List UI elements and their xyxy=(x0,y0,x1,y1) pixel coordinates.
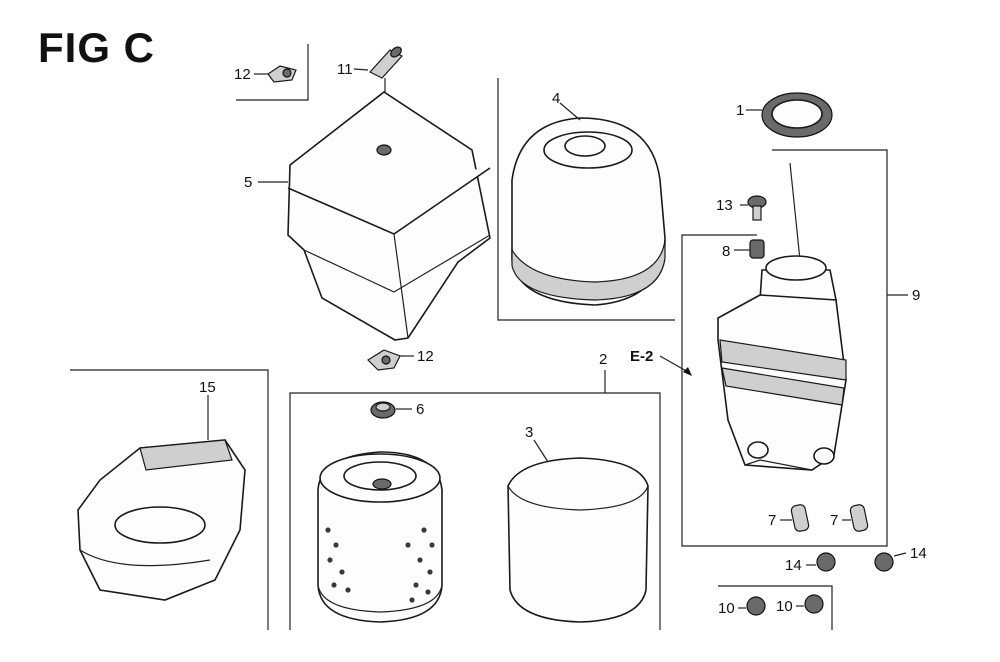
callout-14-left: 14 xyxy=(785,557,802,574)
callout-12-top: 12 xyxy=(234,66,251,83)
callout-12-bottom: 12 xyxy=(417,348,434,365)
air-cleaner-cover-part-5 xyxy=(258,91,491,341)
callout-e2: E-2 xyxy=(630,348,653,365)
grommet-part-6 xyxy=(370,401,412,419)
nut-part-14-right xyxy=(874,552,907,572)
callout-3: 3 xyxy=(525,424,533,441)
group-bracket-12-top xyxy=(236,44,309,101)
lower-case-part-15 xyxy=(77,395,246,601)
callout-6: 6 xyxy=(416,401,424,418)
collar-part-7-left xyxy=(780,504,810,532)
callout-13: 13 xyxy=(716,197,733,214)
gasket-part-1 xyxy=(746,92,833,138)
nut-part-14-left xyxy=(806,552,836,572)
callout-10-left: 10 xyxy=(718,600,735,617)
filter-housing-part-4 xyxy=(511,102,666,306)
air-cleaner-case-part-9 xyxy=(717,162,847,471)
group-bracket-2 xyxy=(289,370,661,630)
callout-1: 1 xyxy=(736,102,744,119)
reference-e2 xyxy=(659,355,692,376)
callout-10-right: 10 xyxy=(776,598,793,615)
callout-7-left: 7 xyxy=(768,512,776,529)
group-bracket-9 xyxy=(681,149,908,547)
bolt-part-13 xyxy=(740,195,767,221)
callout-14-right: 14 xyxy=(910,545,927,562)
callout-4: 4 xyxy=(552,90,560,107)
callout-2: 2 xyxy=(599,351,607,368)
filter-element-part-2 xyxy=(317,451,443,623)
callout-7-right: 7 xyxy=(830,512,838,529)
wing-nut-part-12-bottom xyxy=(367,349,414,371)
callout-9: 9 xyxy=(912,287,920,304)
collar-part-7-right xyxy=(842,504,869,532)
filter-perforations xyxy=(325,527,435,603)
foam-filter-part-3 xyxy=(507,439,649,623)
callout-5: 5 xyxy=(244,174,252,191)
bolt-part-11 xyxy=(353,46,403,140)
nut-part-10-right xyxy=(796,594,824,614)
callout-11: 11 xyxy=(337,61,353,78)
collar-part-8 xyxy=(734,239,765,259)
nut-part-10-left xyxy=(738,596,766,616)
figure-title: FIG C xyxy=(38,24,155,71)
wing-nut-part-12-top xyxy=(254,65,297,83)
callout-15: 15 xyxy=(199,379,216,396)
group-bracket-10 xyxy=(718,585,833,630)
group-bracket-4 xyxy=(497,78,675,321)
callout-8: 8 xyxy=(722,243,730,260)
group-bracket-15 xyxy=(70,369,269,630)
